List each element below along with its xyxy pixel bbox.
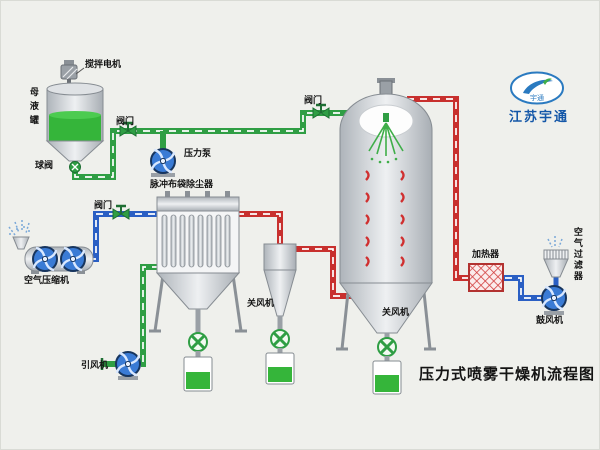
rotary-valve-cyclone [265,316,295,385]
logo-mark-text: 宇通 [530,93,544,102]
hot-air-pipe-red [407,96,469,281]
compressor-fan-2 [59,245,87,273]
pump-base [151,173,175,177]
feed-pipe-green [72,110,352,180]
bottle-liquid [268,367,292,382]
cyclone-to-bagfilter-pipe-red [237,211,283,244]
label-air-filter: 空气过滤器 [572,227,583,282]
filter-bags [161,214,231,268]
intake-spray [8,220,30,236]
label-stir-motor: 搅拌电机 [85,59,122,69]
company-name: 江苏宇通 [508,109,569,124]
label-blower: 鼓风机 [536,315,564,325]
stir-motor-leader [75,67,85,75]
mother-liquor-tank [45,82,105,162]
blower-fan [540,284,568,312]
bagfilter-to-fan-pipe-green [100,264,159,370]
cyclone-separator [263,243,297,317]
air-filter [543,236,569,278]
heater [468,263,504,292]
logo-swoosh [523,79,553,94]
compressed-air-pipe-blue [89,211,159,262]
label-pressure-pump: 压力泵 [184,148,212,158]
label-rotary-tower: 关风机 [382,307,410,317]
label-mother-tank: 母液罐 [28,87,39,129]
blower-base [544,311,564,315]
logo-leaf [543,78,552,85]
label-ball-valve: 球阀 [35,160,54,170]
spray-nozzle [368,113,404,164]
valve-air-line [111,204,131,221]
compressor-fan-1 [31,245,59,273]
pulse-bag-dust-collector [149,191,247,333]
bottle-liquid [186,372,210,389]
induced-fan-base [118,376,138,380]
company-logo: 宇通 [509,71,567,105]
label-valve-1: 阀门 [116,116,135,126]
stirring-motor [60,60,78,87]
tower-to-cyclone-pipe-red [294,246,353,299]
label-rotary-cyclone: 关风机 [247,298,275,308]
pressure-pump [149,147,177,175]
label-bag-filter: 脉冲布袋除尘器 [150,179,214,189]
air-compressor [8,220,94,274]
label-induced-fan: 引风机 [81,360,109,370]
spray-tower [336,78,436,351]
filter-intake-marks [547,236,563,248]
rotary-valve-bagfilter [183,309,213,392]
induced-draft-fan [114,350,142,378]
label-heater: 加热器 [472,249,500,259]
label-air-compressor: 空气压缩机 [24,275,70,285]
label-valve-2: 阀门 [304,95,323,105]
bottle-liquid [375,375,399,392]
ball-valve [68,160,82,174]
diagram-title: 压力式喷雾干燥机流程图 [419,366,596,383]
valve-tower-inlet [311,103,331,120]
intake-funnel [12,236,30,250]
label-valve-3: 阀门 [94,200,113,210]
rotary-valve-tower [372,333,402,395]
tank-liquid [49,115,101,141]
